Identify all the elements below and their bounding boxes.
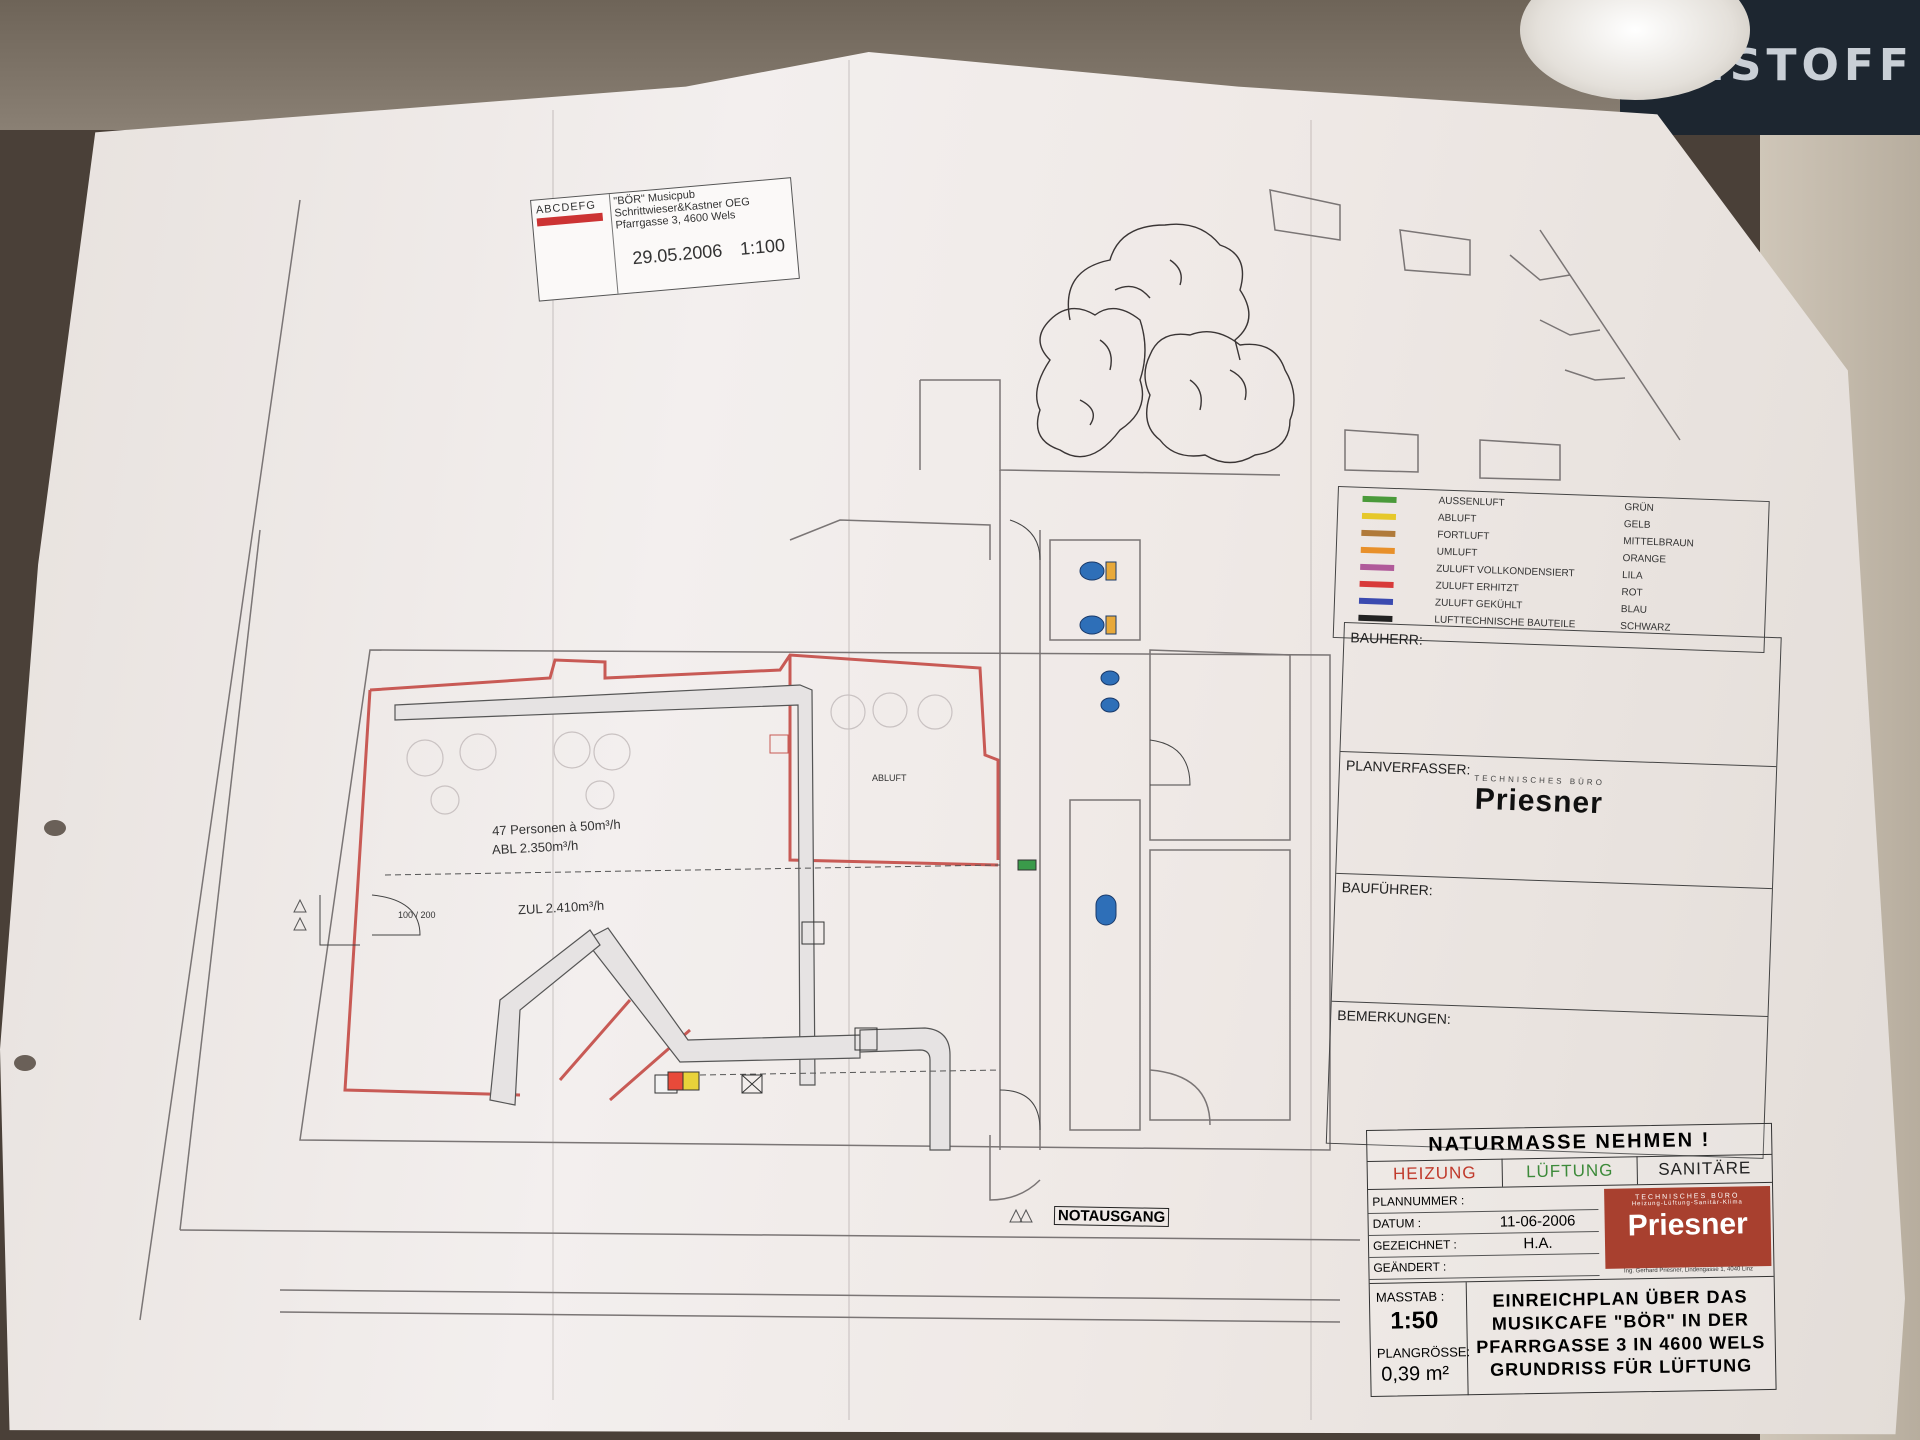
baufuehrer-box: BAUFÜHRER: [1331, 872, 1772, 1018]
legend-color-name: GELB [1623, 519, 1651, 531]
info-panel: BAUHERR: PLANVERFASSER: TECHNISCHES BÜRO… [1325, 622, 1782, 1159]
masstab-value: 1:50 [1390, 1306, 1439, 1335]
company-logo: TECHNISCHES BÜRO Heizung-Lüftung-Sanitär… [1604, 1185, 1772, 1269]
legend-swatch [1361, 529, 1396, 538]
plangroesse-value: 0,39 m² [1381, 1362, 1450, 1386]
plan-scale: 1:100 [739, 234, 786, 259]
legend-color-name: BLAU [1620, 603, 1648, 616]
row-value: H.A. [1523, 1234, 1553, 1253]
paper-fold [552, 110, 554, 1400]
legend-term: ZULUFT GEKÜHLT [1434, 597, 1523, 612]
row-label: PLANNUMMER : [1372, 1193, 1465, 1209]
punch-hole [44, 820, 66, 836]
plangroesse-label: PLANGRÖSSE: [1376, 1344, 1471, 1361]
row-value [1479, 1256, 1597, 1258]
legend-swatch [1360, 563, 1395, 572]
legend-term: UMLUFT [1436, 546, 1478, 559]
row-geaendert: GEÄNDERT : [1369, 1252, 1600, 1280]
masstab-label: MASSTAB : [1375, 1288, 1445, 1305]
paper-fold [1310, 120, 1312, 1420]
row-label: GEÄNDERT : [1373, 1259, 1447, 1275]
legend-color-name: ORANGE [1622, 552, 1667, 566]
plan-label-abluft: ABLUFT [872, 773, 907, 783]
row-value [1478, 1190, 1596, 1192]
legend-term: ZULUFT ERHITZT [1435, 580, 1519, 595]
bemerkungen-label: BEMERKUNGEN: [1337, 1007, 1452, 1027]
stamp-name: Priesner [1474, 782, 1604, 821]
scale-size-box: MASSTAB : 1:50 PLANGRÖSSE: 0,39 m² [1369, 1282, 1471, 1397]
legend-color-name: MITTELBRAUN [1623, 535, 1694, 550]
legend-term: ZULUFT VOLLKONDENSIERT [1435, 563, 1575, 580]
discipline-tabs: HEIZUNG LÜFTUNG SANITÄRE [1367, 1153, 1772, 1190]
row-label: GEZEICHNET : [1372, 1237, 1457, 1253]
plan-date: 29.05.2006 [631, 240, 724, 269]
legend-term: AUSSENLUFT [1438, 495, 1505, 509]
planverfasser-stamp: TECHNISCHES BÜRO Priesner [1448, 773, 1629, 822]
legend-color-name: GRÜN [1624, 502, 1655, 515]
blueprint-sheet [0, 52, 1905, 1435]
baufuehrer-label: BAUFÜHRER: [1341, 879, 1433, 899]
notausgang-label: NOTAUSGANG [1053, 1205, 1170, 1228]
legend-swatch [1362, 495, 1397, 504]
legend-swatch [1359, 580, 1394, 588]
punch-hole [14, 1055, 36, 1071]
legend-swatch [1358, 614, 1393, 622]
tab-lueftung: LÜFTUNG [1502, 1156, 1638, 1187]
legend-term: ABLUFT [1437, 512, 1477, 525]
plan-label-door: 100 / 200 [398, 910, 436, 920]
logo-name: Priesner [1627, 1207, 1749, 1243]
bauherr-label: BAUHERR: [1350, 629, 1424, 648]
bauherr-box: BAUHERR: [1340, 623, 1781, 768]
description-line: GRUNDRISS FÜR LÜFTUNG [1490, 1355, 1753, 1380]
tab-heizung: HEIZUNG [1367, 1158, 1504, 1189]
legend-swatch [1361, 512, 1397, 521]
legend-swatch [1358, 597, 1394, 605]
legend-color-name: ROT [1621, 586, 1643, 599]
legend-swatch [1360, 546, 1395, 555]
title-block-bottom: MASSTAB : 1:50 PLANGRÖSSE: 0,39 m² EINRE… [1369, 1275, 1776, 1397]
plan-description: EINREICHPLAN ÜBER DAS MUSIKCAFE "BÖR" IN… [1472, 1285, 1770, 1382]
legend-color-name: LILA [1621, 569, 1643, 582]
title-block: NATURMASSE NEHMEN ! HEIZUNG LÜFTUNG SANI… [1366, 1122, 1777, 1397]
legend-term: FORTLUFT [1437, 529, 1490, 543]
paper-fold [848, 60, 850, 1420]
row-value: 11-06-2006 [1499, 1212, 1576, 1231]
row-label: DATUM : [1372, 1216, 1422, 1231]
tab-sanitaere: SANITÄRE [1658, 1158, 1752, 1179]
planverfasser-box: PLANVERFASSER: TECHNISCHES BÜRO Priesner [1336, 750, 1777, 890]
